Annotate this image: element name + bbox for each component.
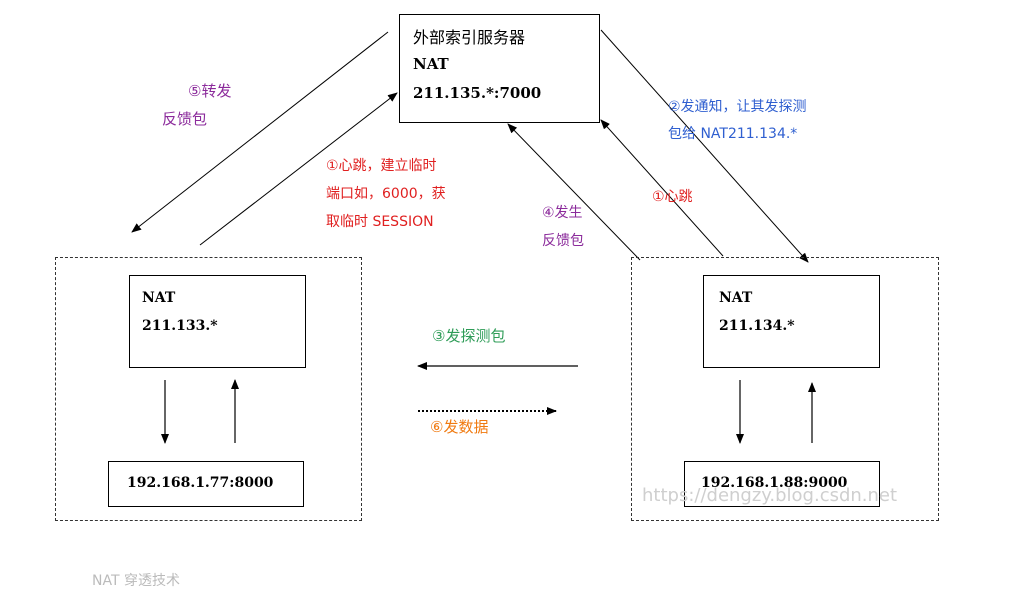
- label-forward-2: 反馈包: [162, 110, 208, 128]
- arrow-heartbeat-right: [600, 119, 724, 257]
- right-network-group: [631, 257, 939, 521]
- label-heartbeat-right: ①心跳: [652, 189, 693, 205]
- right-host-box: 192.168.1.88:9000: [684, 461, 880, 507]
- left-nat-label: NAT: [142, 290, 176, 306]
- left-host-addr: 192.168.1.77:8000: [127, 475, 274, 491]
- label-feedback-2: 反馈包: [542, 233, 584, 249]
- right-nat-box: NAT 211.134.*: [703, 275, 880, 368]
- watermark: https://dengzy.blog.csdn.net: [642, 485, 898, 506]
- arrow-notify: [600, 29, 809, 263]
- right-nat-label: NAT: [719, 290, 753, 306]
- left-nat-box: NAT 211.133.*: [129, 275, 306, 368]
- arrow-feedback: [507, 123, 641, 261]
- label-send-data: ⑥发数据: [430, 418, 489, 436]
- index-server-box: 外部索引服务器 NAT 211.135.*:7000: [399, 14, 600, 123]
- left-host-box: 192.168.1.77:8000: [108, 461, 304, 507]
- server-addr: 211.135.*:7000: [413, 84, 542, 102]
- left-network-group: [55, 257, 362, 521]
- label-notify-1: ②发通知，让其发探测: [668, 99, 807, 115]
- server-title: 外部索引服务器: [413, 28, 526, 47]
- label-heartbeat-left-1: ①心跳，建立临时: [326, 158, 437, 174]
- label-forward-1: ⑤转发: [188, 82, 232, 100]
- left-nat-addr: 211.133.*: [142, 318, 218, 334]
- label-notify-2: 包给 NAT211.134.*: [668, 126, 798, 142]
- server-nat: NAT: [413, 55, 449, 73]
- arrow-heartbeat-left: [199, 92, 398, 246]
- label-probe: ③发探测包: [432, 327, 506, 345]
- label-heartbeat-left-2: 端口如，6000，获: [326, 186, 446, 202]
- arrow-forward-feedback: [131, 31, 389, 233]
- label-heartbeat-left-3: 取临时 SESSION: [326, 214, 434, 230]
- connector-arrows: [131, 29, 816, 444]
- footer-caption: NAT 穿透技术: [92, 573, 180, 589]
- right-host-addr: 192.168.1.88:9000: [701, 475, 848, 491]
- label-feedback-1: ④发生: [542, 205, 583, 221]
- right-nat-addr: 211.134.*: [719, 318, 795, 334]
